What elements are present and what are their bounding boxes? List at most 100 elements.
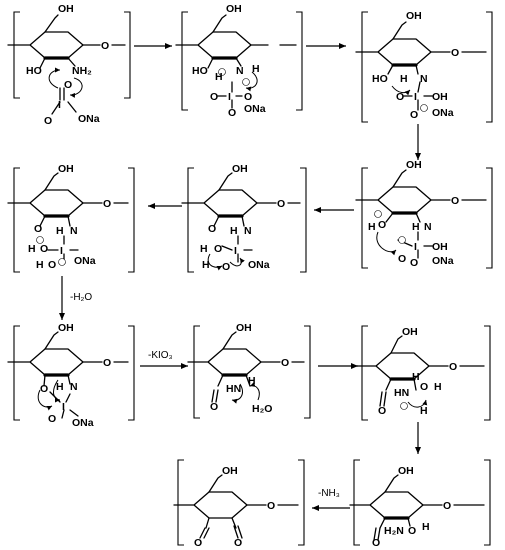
- label: H₂N: [384, 525, 404, 537]
- label: OH: [232, 163, 248, 175]
- label: HO: [192, 65, 208, 77]
- label: HO: [26, 65, 42, 77]
- label: O: [64, 79, 72, 91]
- label: OH: [402, 326, 418, 338]
- label: ONa: [248, 259, 270, 271]
- condition-minus-water: -H₂O: [70, 292, 92, 303]
- label: O: [103, 198, 111, 210]
- condition-minus-kio3: -KIO₃: [148, 350, 173, 361]
- label: N: [424, 221, 432, 233]
- label: H: [412, 221, 420, 233]
- label: OH: [222, 465, 238, 477]
- label: O: [396, 91, 404, 103]
- label: O: [48, 259, 56, 271]
- label: OH: [432, 91, 448, 103]
- structure-6: OH O H N I H O H O ONa O: [7, 163, 135, 273]
- label: OH: [58, 322, 74, 334]
- label: OH: [406, 10, 422, 22]
- label: OH: [58, 3, 74, 15]
- label: OH: [58, 163, 74, 175]
- label: O: [398, 253, 406, 265]
- label: ONa: [432, 107, 454, 119]
- label: HO: [372, 73, 388, 85]
- label: I: [234, 245, 237, 257]
- label: O: [208, 223, 216, 235]
- label: O: [214, 243, 222, 255]
- label: H: [400, 73, 408, 85]
- label: HN: [394, 387, 409, 399]
- label: O: [210, 401, 218, 413]
- label: O: [281, 357, 289, 369]
- label: ONa: [72, 417, 94, 429]
- label: O: [408, 525, 416, 537]
- label: H: [368, 221, 376, 233]
- label: H: [56, 225, 64, 237]
- label: I: [60, 245, 63, 257]
- label: HN: [226, 383, 241, 395]
- label: I: [62, 401, 65, 413]
- label: O: [378, 405, 386, 417]
- label: O: [378, 219, 386, 231]
- label: O: [222, 261, 230, 273]
- label: O: [228, 107, 236, 119]
- structure-1: OH HO NH₂ O I O O ONa: [7, 3, 131, 127]
- label: O: [451, 47, 459, 59]
- label: N: [244, 225, 252, 237]
- label: OH: [398, 465, 414, 477]
- label: H₂O: [252, 403, 272, 415]
- label: O: [449, 361, 457, 373]
- label: ONa: [244, 103, 266, 115]
- structure-5: OH O H N I H O H O ONa O: [181, 163, 307, 273]
- label: O: [267, 500, 275, 512]
- label: O: [372, 537, 380, 549]
- label: O: [443, 500, 451, 512]
- label: O: [194, 537, 202, 549]
- label: O: [244, 91, 252, 103]
- label: O: [34, 223, 42, 235]
- label: O: [48, 413, 56, 425]
- structure-3: OH HO H N I OH O O ONa O: [355, 10, 493, 123]
- label: H: [36, 259, 44, 271]
- label: ONa: [74, 255, 96, 267]
- label: I: [228, 91, 231, 103]
- label: O: [277, 198, 285, 210]
- label: OH: [432, 241, 448, 253]
- label: I: [58, 99, 61, 111]
- label: O: [420, 381, 428, 393]
- label: O: [101, 40, 109, 52]
- label: NH₂: [72, 65, 92, 77]
- label: N: [70, 381, 78, 393]
- label: O: [410, 109, 418, 121]
- structure-7: OH O H N I O ONa O: [7, 322, 135, 429]
- structure-10: OH O H₂N O H O: [349, 459, 491, 549]
- label: H: [215, 71, 223, 83]
- structure-2: OH HO H N H I O O O ONa H: [175, 3, 303, 119]
- structure-8: OH O HN H H₂O O: [187, 322, 311, 419]
- label: O: [210, 91, 218, 103]
- label: I: [414, 241, 417, 253]
- label: H: [422, 521, 430, 533]
- label: H: [200, 243, 208, 255]
- label: OH: [226, 3, 242, 15]
- label: O: [44, 115, 52, 127]
- label: O: [234, 537, 242, 549]
- label: N: [420, 73, 428, 85]
- label: O: [40, 383, 48, 395]
- label: H: [434, 381, 442, 393]
- label: H: [412, 371, 420, 383]
- label: O: [40, 243, 48, 255]
- structure-11: OH O O O: [173, 459, 305, 549]
- label: N: [236, 65, 244, 77]
- label: O: [410, 257, 418, 269]
- label: H: [202, 259, 210, 271]
- label: O: [451, 195, 459, 207]
- label: H: [230, 225, 238, 237]
- label: O: [103, 357, 111, 369]
- label: H: [248, 375, 256, 387]
- condition-minus-ammonia: -NH₃: [318, 488, 340, 499]
- label: H: [28, 243, 36, 255]
- structure-4: OH O H H N I OH O O ONa O: [355, 159, 493, 269]
- label: ONa: [78, 113, 100, 125]
- label: OH: [236, 322, 252, 334]
